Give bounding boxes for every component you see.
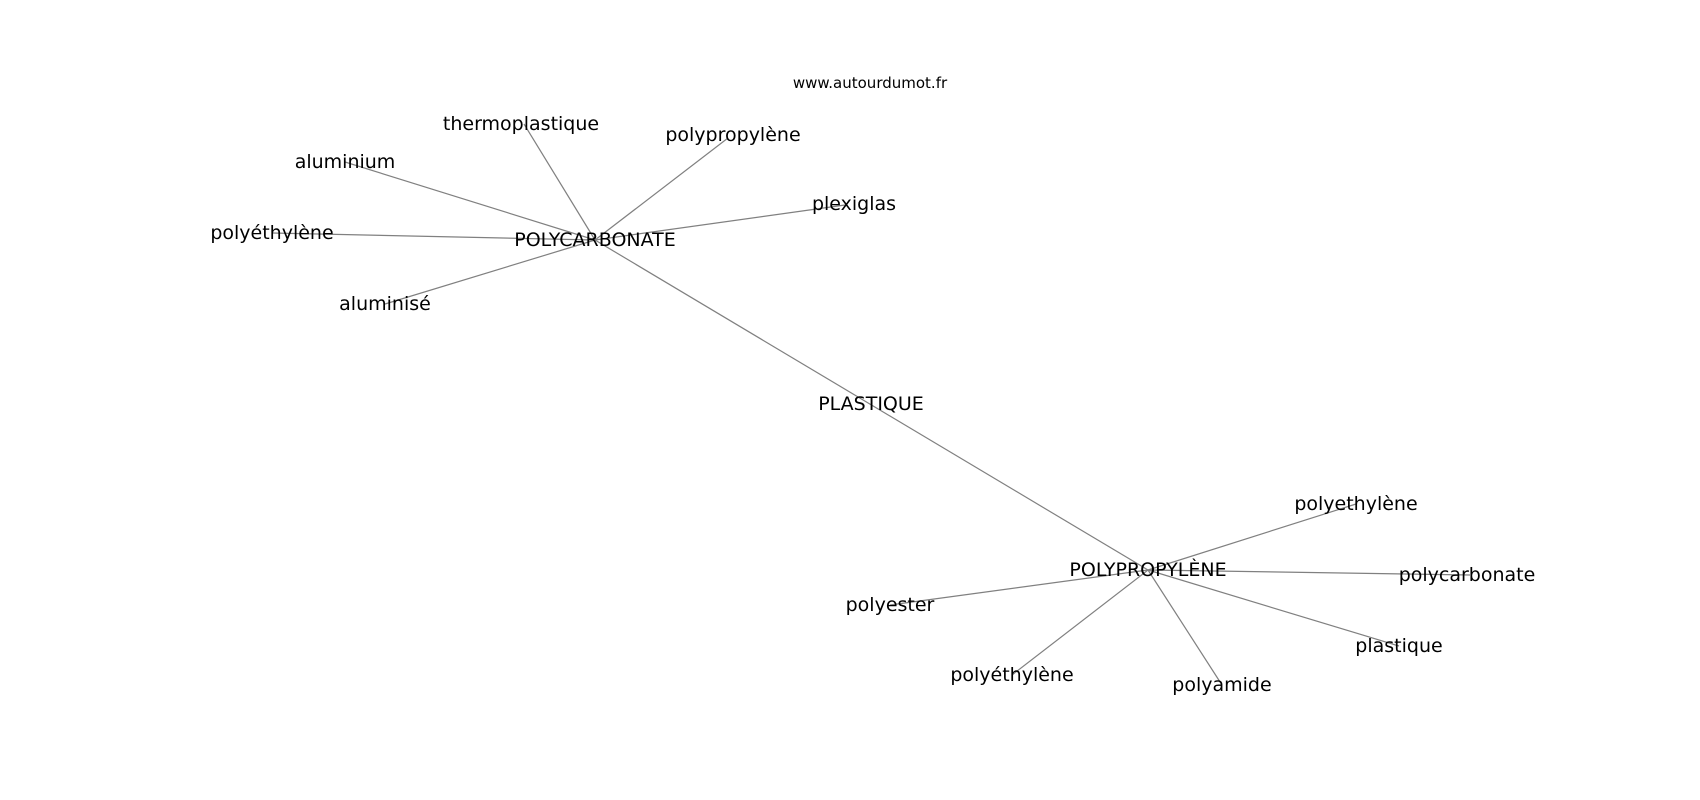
edge-polypropylene-plastique_b [1147,569,1400,647]
edge-polycarbonate-thermoplastique [523,123,596,241]
node-label-thermoplastique: thermoplastique [443,113,599,135]
node-label-polypropylene-a: polypropylène [665,124,800,146]
source-watermark: www.autourdumot.fr [793,74,948,92]
node-label-polyethylene-a: polyéthylène [210,222,333,244]
node-label-polyethylene-b: polyethylène [1294,493,1417,515]
edge-polycarbonate-aluminise [384,239,596,305]
edge-polycarbonate-aluminium [344,161,596,241]
node-label-plastique-root: PLASTIQUE [818,393,924,415]
node-label-plexiglas: plexiglas [812,193,896,215]
edge-polypropylene-polyamide [1147,569,1223,686]
edge-polypropylene-polyethylene_c [1011,569,1149,676]
node-label-polycarbonate: POLYCARBONATE [514,229,676,251]
node-label-plastique-b: plastique [1355,635,1442,657]
node-label-polypropylene: POLYPROPYLÈNE [1069,558,1226,581]
graph-edges [271,123,1471,686]
edge-polypropylene-polyester [889,569,1149,606]
node-label-polycarbonate-b: polycarbonate [1399,564,1536,586]
edge-polycarbonate-plexiglas [594,204,846,241]
edge-polycarbonate-polypropylene [594,239,1149,571]
node-label-aluminise: aluminisé [339,293,431,315]
node-label-polyester: polyester [846,594,935,616]
edge-polycarbonate-polyethylene_a [271,232,596,241]
edge-polypropylene-polyethylene_b [1147,503,1357,571]
edge-polycarbonate-polypropylene_a [594,137,729,241]
graph-labels: PLASTIQUE POLYCARBONATE POLYPROPYLÈNE therm… [210,113,1536,696]
edge-polypropylene-polycarbonate_b [1147,569,1471,576]
node-label-aluminium: aluminium [295,151,396,173]
node-label-polyamide: polyamide [1172,674,1271,696]
node-label-polyethylene-c: polyéthylène [950,664,1073,686]
